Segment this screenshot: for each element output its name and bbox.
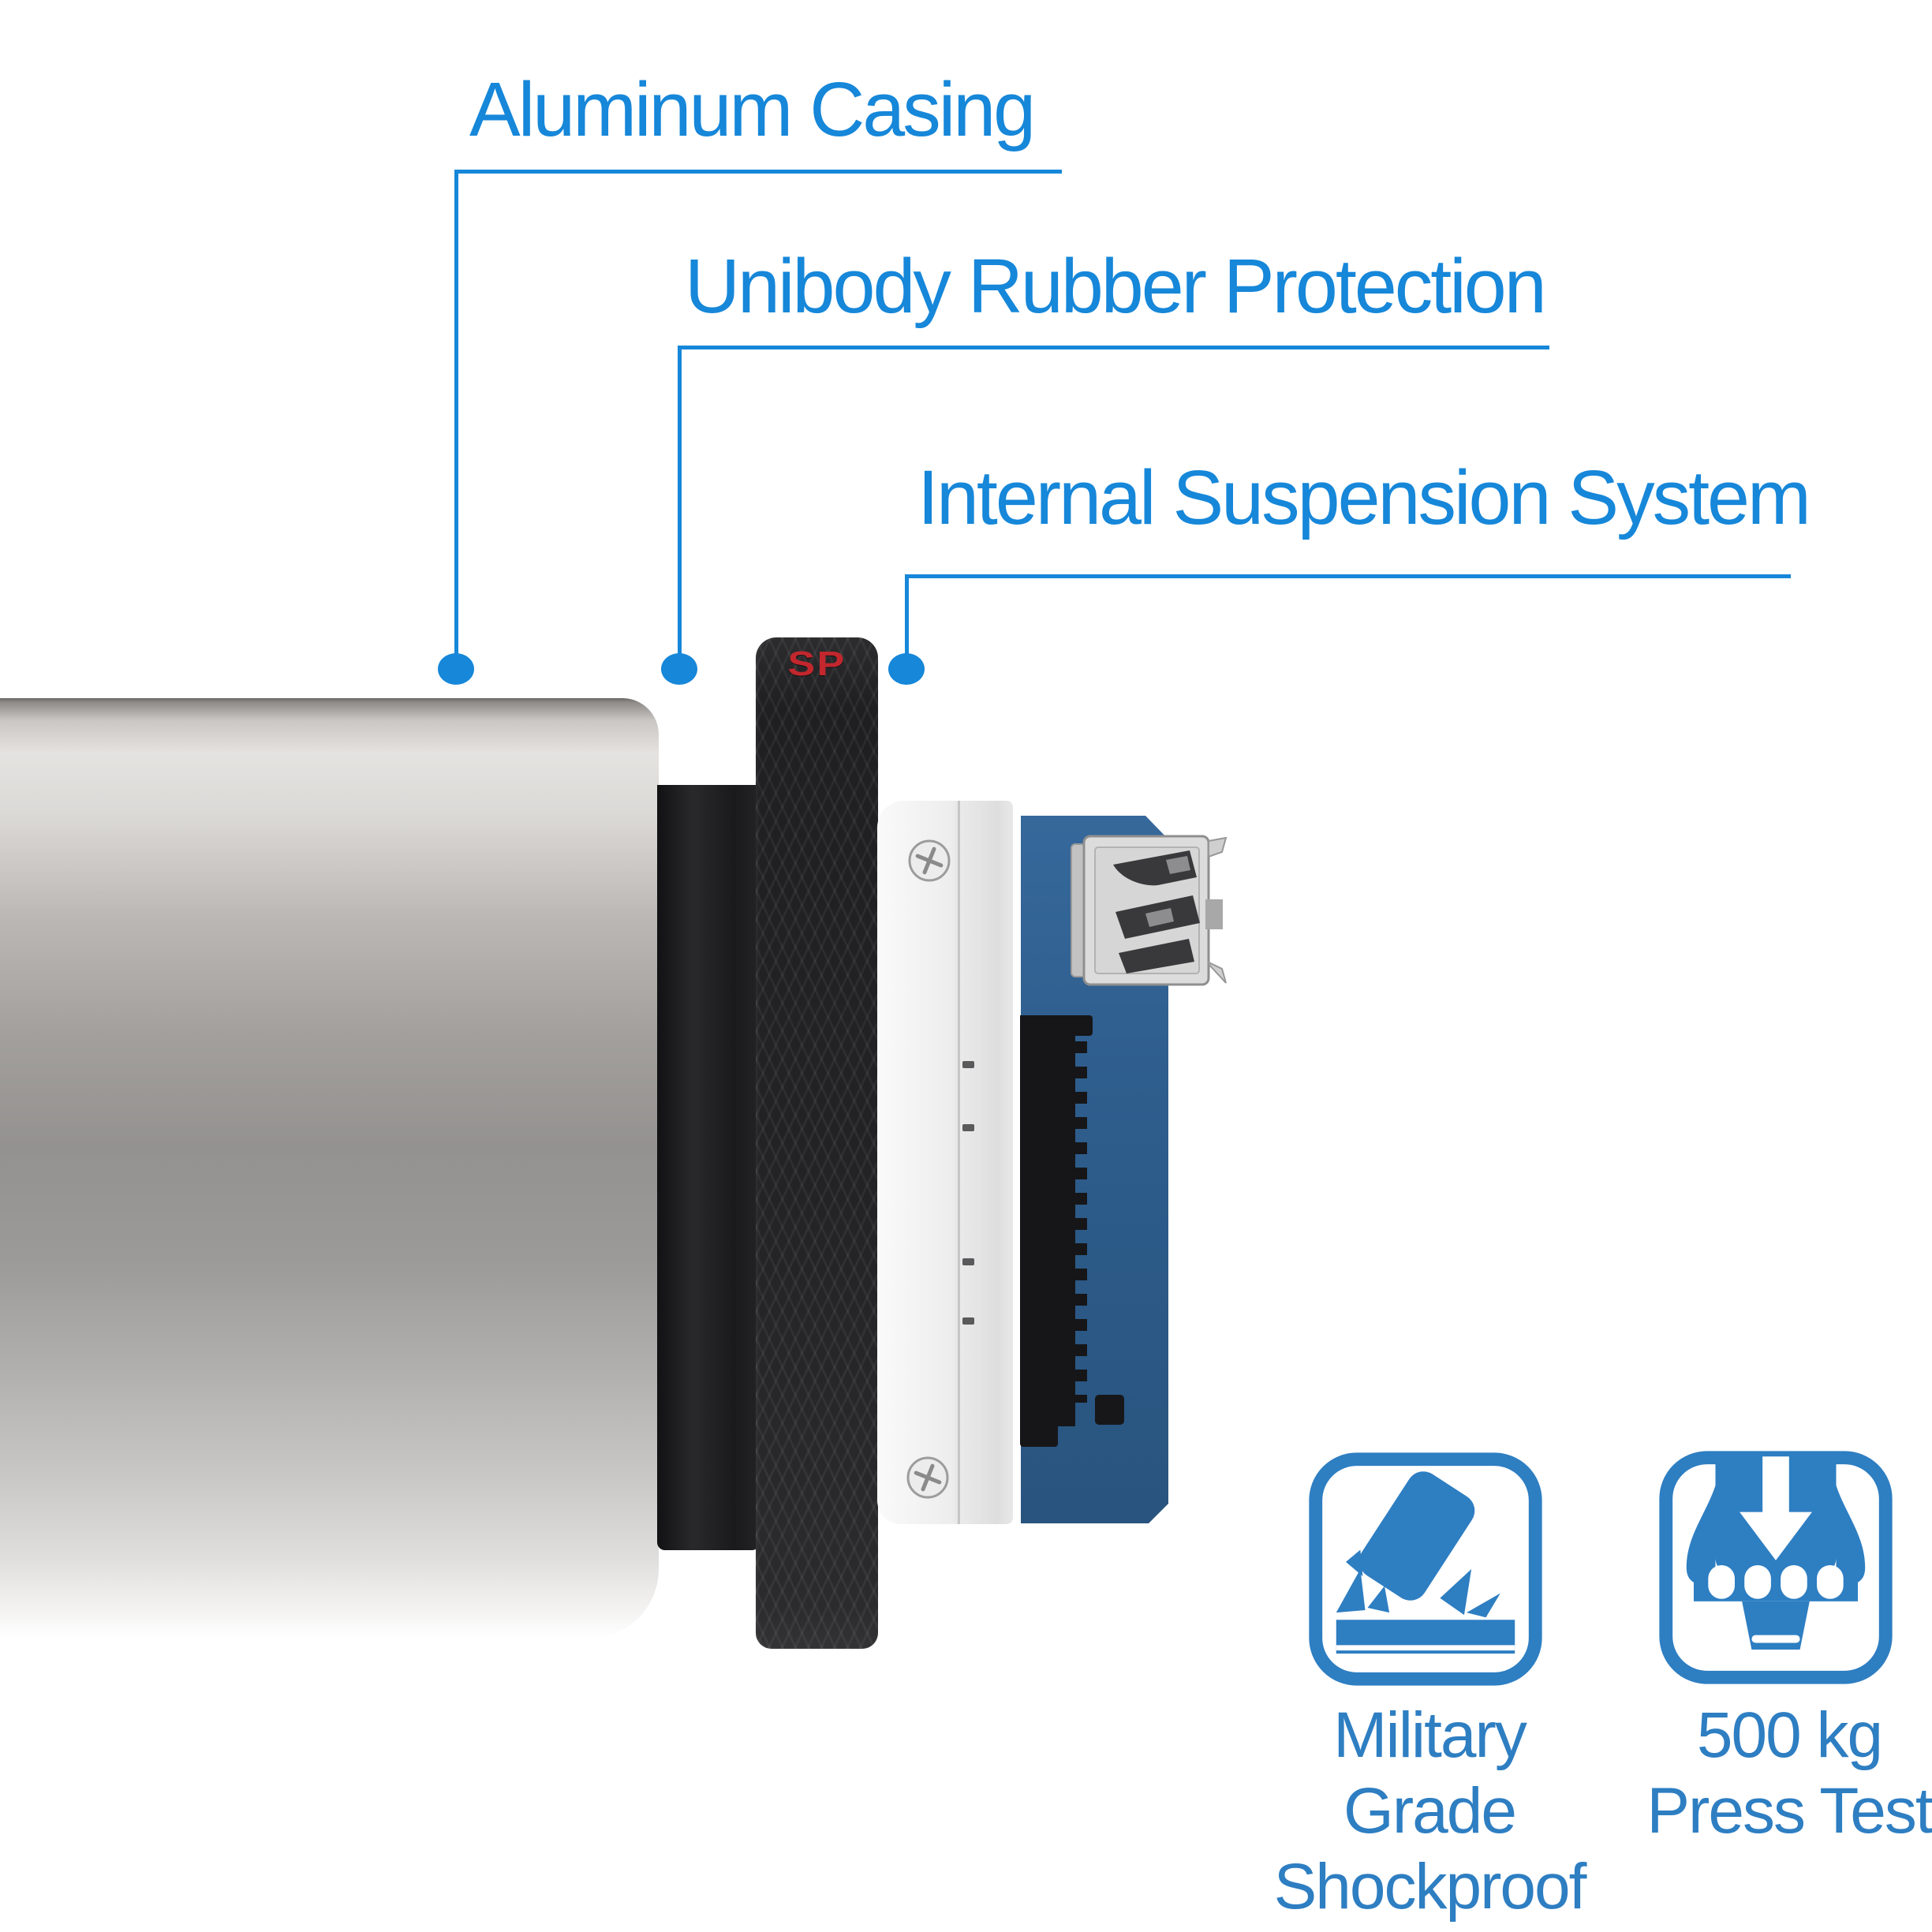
drive-connector-notch	[962, 1061, 974, 1068]
drive-connector-notch	[962, 1258, 974, 1265]
drive-tray	[877, 801, 1013, 1524]
rubber-sleeve	[657, 785, 760, 1550]
feature-line: Press Test	[1646, 1775, 1932, 1847]
usb-port	[1071, 835, 1228, 986]
pcb-chip	[1095, 1395, 1124, 1425]
callout-line-vertical-1	[454, 170, 458, 656]
feature-label-press-test: 500 kg Press Test	[1600, 1698, 1932, 1849]
callout-label-unibody-rubber-protection: Unibody Rubber Protection	[685, 243, 1547, 329]
sata-connector-body	[1020, 1015, 1075, 1426]
callout-label-aluminum-casing: Aluminum Casing	[469, 66, 1036, 152]
callout-line-horizontal-1	[454, 170, 1062, 174]
drive-platter-arc	[877, 801, 1013, 1524]
sata-connector-foot	[1020, 1425, 1058, 1447]
drive-connector-notch	[962, 1124, 974, 1131]
callout-line-horizontal-2	[678, 346, 1549, 349]
callout-line-vertical-3	[905, 574, 909, 656]
callout-dot-3	[888, 653, 925, 685]
screw-icon	[906, 1456, 949, 1499]
press-test-icon	[1659, 1451, 1893, 1684]
callout-line-horizontal-3	[905, 574, 1791, 578]
feature-line: Shockproof	[1273, 1851, 1587, 1923]
callout-dot-1	[438, 653, 474, 685]
callout-label-internal-suspension-system: Internal Suspension System	[917, 454, 1811, 540]
sata-connector-pins	[1074, 1041, 1087, 1403]
aluminum-casing	[0, 698, 659, 1639]
drive-connector-notch	[962, 1317, 974, 1325]
callout-dot-2	[661, 653, 697, 685]
shockproof-icon	[1309, 1452, 1542, 1686]
screw-icon	[908, 839, 951, 882]
feature-label-shockproof: Military Grade Shockproof	[1240, 1698, 1619, 1925]
rubber-strap: SP	[756, 637, 878, 1649]
callout-line-vertical-2	[678, 346, 682, 656]
feature-line: Military Grade	[1333, 1699, 1527, 1847]
feature-line: 500 kg	[1696, 1699, 1883, 1771]
sp-logo: SP	[787, 645, 846, 683]
